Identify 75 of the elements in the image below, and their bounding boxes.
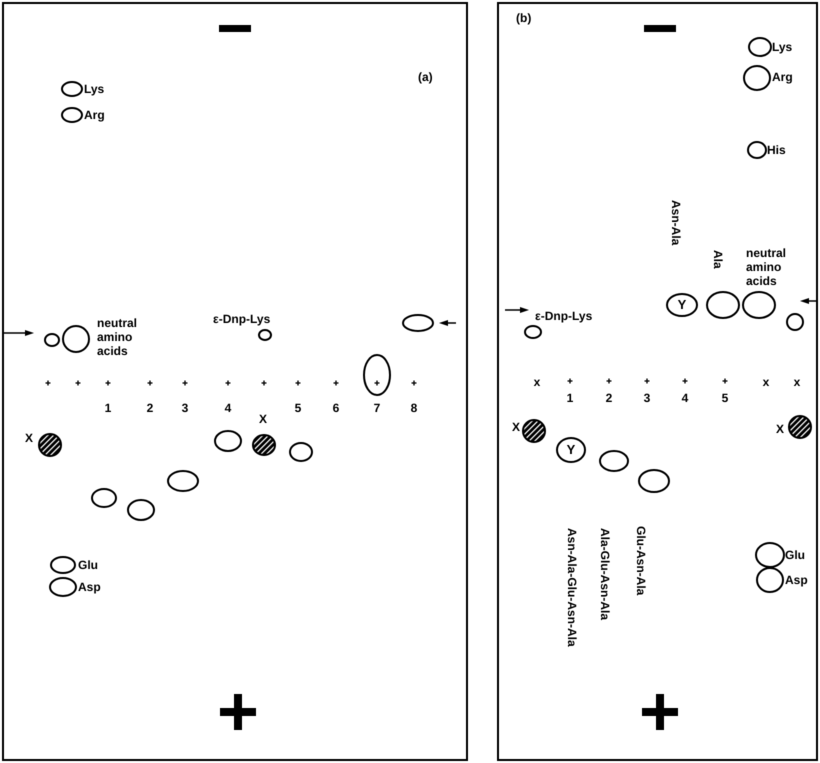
lane-label: x: [532, 375, 542, 389]
spot-name: Arg: [772, 70, 793, 84]
lane-label: 1: [566, 391, 574, 405]
spot: [50, 556, 76, 574]
spot-name: Ala: [711, 250, 724, 269]
lane-label: x: [762, 375, 770, 389]
spot: [755, 542, 785, 568]
spot: [62, 325, 90, 353]
spot-name: neutral amino acids: [97, 316, 138, 358]
spot: [44, 333, 60, 347]
spot-name: Glu: [78, 558, 98, 572]
lane-label: 2: [146, 401, 154, 415]
spot-name: X: [776, 422, 784, 436]
spot: [363, 354, 391, 396]
spot: [127, 499, 155, 521]
spot: [666, 293, 698, 317]
spot: [638, 469, 670, 493]
spot-name: Lys: [772, 40, 792, 54]
peptide-label: Ala-Glu-Asn-Ala: [598, 528, 611, 620]
hatched-spot: [252, 434, 276, 456]
lane-label: 3: [642, 391, 652, 405]
lane-label: 5: [294, 401, 302, 415]
peptide-label: Asn-Ala: [669, 200, 682, 246]
spot: [748, 37, 772, 57]
panel-letter: (b): [516, 11, 532, 25]
spot: [49, 577, 77, 597]
spot: [289, 442, 313, 462]
gel-panel: [497, 2, 818, 761]
peptide-label: Glu-Asn-Ala: [634, 526, 647, 596]
spot: [556, 437, 586, 463]
panel-letter: (a): [418, 70, 433, 84]
spot: [61, 107, 83, 123]
lane-label: 2: [604, 391, 614, 405]
spot-name: Asp: [78, 580, 101, 594]
spot-name: ε-Dnp-Lys: [535, 309, 592, 323]
spot: [91, 488, 117, 508]
lane-label: 4: [680, 391, 690, 405]
peptide-label: Asn-Ala-Glu-Asn-Ala: [565, 528, 578, 647]
spot: [167, 470, 199, 492]
spot: [756, 567, 784, 593]
gel-panel: [2, 2, 468, 761]
lane-label: 4: [224, 401, 232, 415]
spot: [747, 141, 767, 159]
spot: [743, 65, 771, 91]
lane-label: 3: [180, 401, 190, 415]
spot: [706, 291, 740, 319]
spot-label: Y: [566, 443, 576, 457]
spot: [524, 325, 542, 339]
spot-name: Glu: [785, 548, 805, 562]
spot-name: neutral amino acids: [746, 246, 788, 288]
spot: [599, 450, 629, 472]
spot-name: X: [259, 412, 268, 426]
lane-label: 5: [720, 391, 730, 405]
lane-label: 7: [372, 401, 382, 415]
spot: [742, 291, 776, 319]
lane-label: 1: [104, 401, 112, 415]
spot: [786, 313, 804, 331]
spot-name: ε-Dnp-Lys: [213, 312, 270, 326]
spot-name: Asp: [785, 573, 808, 587]
spot: [61, 81, 83, 97]
spot-label: Y: [676, 298, 688, 312]
spot-name: X: [25, 431, 34, 445]
lane-label: 6: [332, 401, 340, 415]
spot-name: X: [512, 420, 520, 434]
hatched-spot: [38, 433, 62, 457]
hatched-spot: [522, 419, 546, 443]
spot: [258, 329, 272, 341]
spot: [214, 430, 242, 452]
spot-name: Lys: [84, 82, 104, 96]
hatched-spot: [788, 415, 812, 439]
lane-label: x: [792, 375, 802, 389]
spot: [402, 314, 434, 332]
spot-name: His: [767, 143, 786, 157]
spot-name: Arg: [84, 108, 105, 122]
lane-label: 8: [410, 401, 418, 415]
